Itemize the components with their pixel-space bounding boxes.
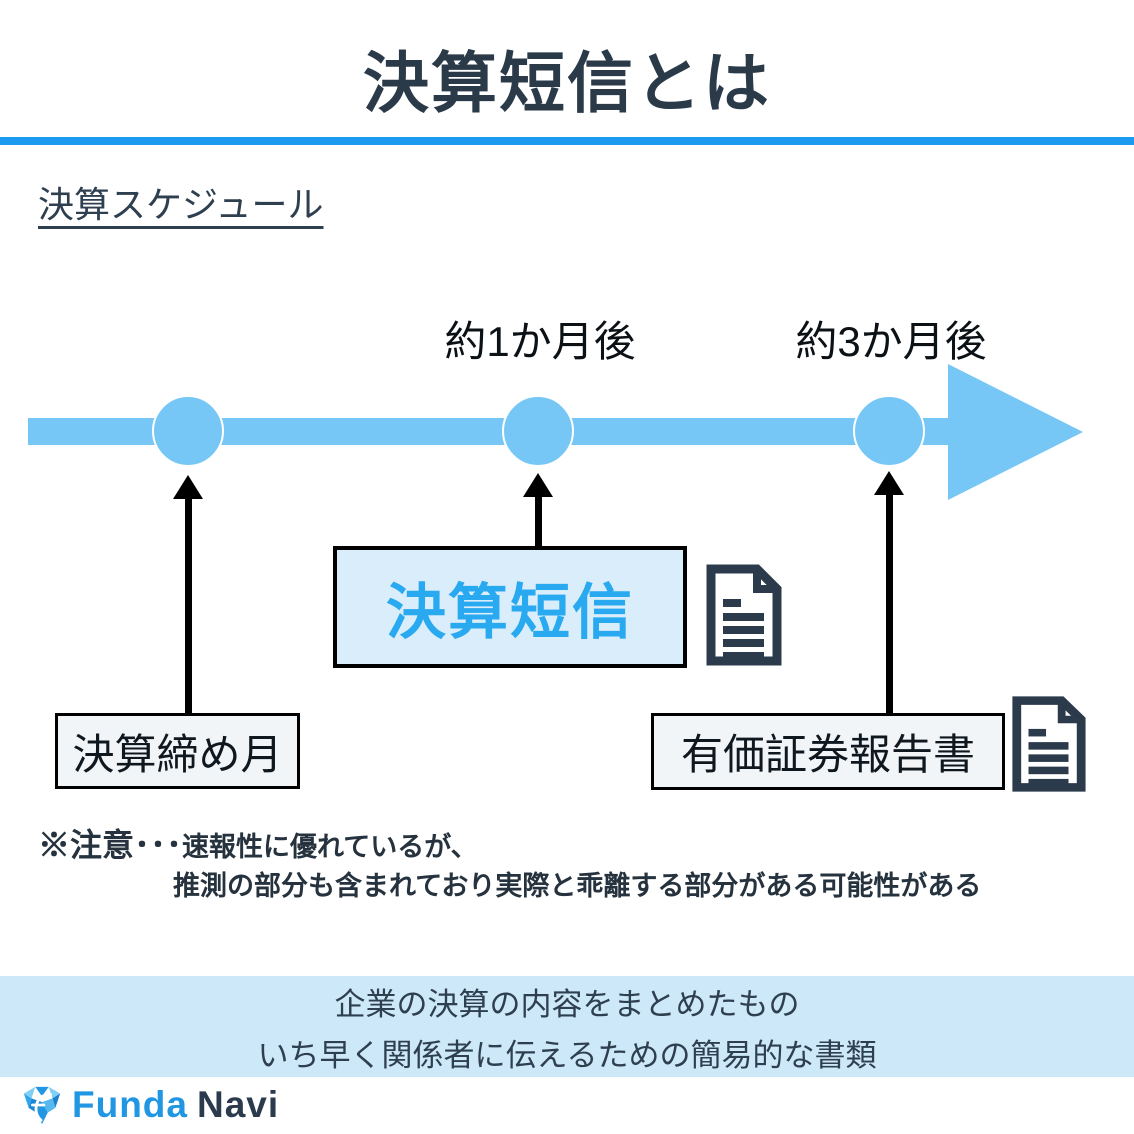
securities-report-label: 有価証券報告書 [680,731,975,778]
title-divider [0,137,1134,145]
closing-month-label: 決算締め月 [72,730,283,778]
timeline-node-3 [853,395,925,467]
note-line-2: 推測の部分も含まれており実際と乖離する部分がある可能性がある [173,871,982,901]
summary-banner: 企業の決算の内容をまとめたもの いち早く関係者に伝えるための簡易的な書類 [0,976,1134,1077]
brand-navi: Navi [196,1084,280,1125]
document-icon [706,564,782,666]
timeline-node-1 [152,395,224,467]
note-line-1: ※注意･･･速報性に優れているが、 [38,828,981,864]
brand-funda: Funda [72,1084,188,1125]
funda-navi-gem-icon [23,1086,61,1125]
arrow-up-shaft [184,499,192,713]
tanshin-label: 決算短信 [386,578,634,646]
summary-line-2: いち早く関係者に伝えるための簡易的な書類 [257,1037,877,1073]
arrow-up-icon [173,475,203,713]
arrow-up-head [173,475,203,499]
securities-report-box: 有価証券報告書 [651,713,1005,790]
arrow-up-icon [523,473,553,546]
timeline-label-1month: 約1か月後 [444,318,636,365]
section-heading: 決算スケジュール [38,184,324,225]
caution-note: ※注意･･･速報性に優れているが、 推測の部分も含まれており実際と乖離する部分が… [38,828,981,903]
timeline-node-2 [502,395,574,467]
arrow-up-shaft [534,497,542,546]
page-title: 決算短信とは [363,46,771,120]
arrow-up-head [523,473,553,497]
timeline-label-3month: 約3か月後 [795,318,987,365]
arrow-up-shaft [885,495,893,713]
arrow-up-head [874,471,904,495]
tanshin-box: 決算短信 [333,546,687,668]
note-prefix: ※注意･･･ [38,827,183,863]
note-line-1-text: 速報性に優れているが、 [182,832,478,862]
arrow-right-icon [948,364,1083,500]
closing-month-box: 決算締め月 [55,713,300,789]
summary-line-1: 企業の決算の内容をまとめたもの [334,986,800,1022]
footer-brand: Funda Navi [20,1084,279,1126]
document-icon [1012,696,1086,792]
arrow-up-icon [874,471,904,713]
